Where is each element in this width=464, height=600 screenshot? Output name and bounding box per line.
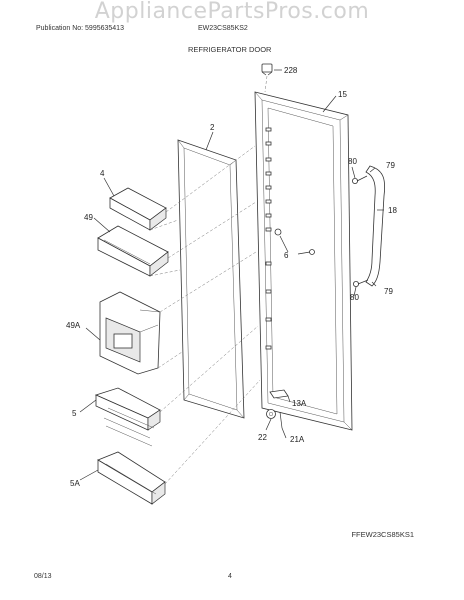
publication-number: Publication No: 5995635413 [36,25,124,32]
callout-79-bottom: 79 [384,287,393,296]
diagram-code: FFEW23CS85KS1 [351,530,414,539]
door-gasket-part[interactable] [177,139,245,419]
callout-22: 22 [258,433,267,442]
callout-4: 4 [100,169,105,178]
page-number: 4 [228,573,232,580]
door-bin-part[interactable] [109,187,167,231]
callout-79-top: 79 [386,161,395,170]
hinge-cam-part [265,409,276,431]
handle-screw-top [351,175,368,184]
section-title: REFRIGERATOR DOOR [188,45,272,54]
door-cap-part[interactable] [261,63,282,93]
callout-228: 228 [284,66,298,75]
callout-80-top: 80 [348,157,357,166]
leader-lines [79,95,384,481]
hinge-bushing-part [269,389,291,403]
callout-18: 18 [388,206,397,215]
callout-21a: 21A [290,435,305,444]
shelf-clips [265,127,272,350]
callout-2: 2 [210,123,215,132]
door-handle-part[interactable] [365,165,386,287]
callout-49a: 49A [66,321,81,330]
shelf-frame-part[interactable] [94,387,161,447]
door-panel-part[interactable] [254,91,353,431]
shelf-bin-part[interactable] [97,225,169,277]
callout-15: 15 [338,90,347,99]
callout-80-bottom: 80 [350,293,359,302]
model-number: EW23CS85KS2 [198,25,248,32]
handle-screw-bottom [352,279,369,287]
door-stop-part [274,228,315,255]
dairy-compartment-part[interactable] [99,291,161,375]
watermark: AppliancePartsPros.com [94,0,370,24]
callout-49: 49 [84,213,93,222]
lower-shelf-frame-part[interactable] [97,451,166,505]
alignment-lines [149,145,261,485]
footer-date: 08/13 [34,573,52,580]
callout-5: 5 [72,409,77,418]
callout-6: 6 [284,251,289,260]
callout-13a: 13A [292,399,307,408]
callout-5a: 5A [70,479,80,488]
hinge-screw-part [279,411,287,439]
